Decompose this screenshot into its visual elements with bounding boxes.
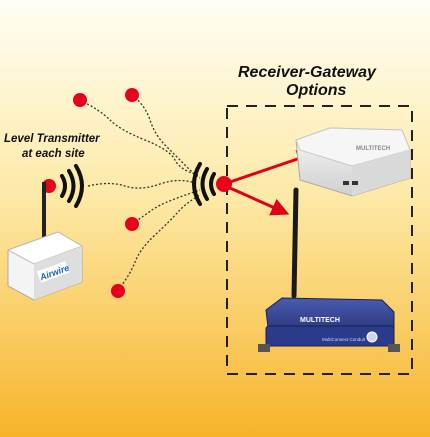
gateway-model: MultiConnect Conduit [322, 337, 366, 342]
white-router-icon: MULTITECH [295, 127, 411, 197]
transmitter-label-line2: at each site [22, 148, 85, 160]
router-brand: MULTITECH [356, 146, 390, 152]
signal-path-1 [79, 99, 199, 176]
signal-path-3 [87, 179, 199, 189]
arrow-to-gateway [229, 186, 290, 216]
receiver-title-line2: Options [286, 82, 347, 99]
signal-path-5 [117, 194, 201, 291]
wireless-sensor-icon: Airwire [6, 182, 84, 301]
signal-path-4 [131, 189, 201, 225]
receiver-title-line1: Receiver-Gateway [238, 64, 376, 81]
signal-waves-icon [60, 164, 84, 208]
signal-path-2 [131, 94, 201, 179]
receive-waves-icon [192, 162, 216, 206]
signal-paths [79, 94, 201, 291]
antenna-gateway-icon: MULTITECH MultiConnect Conduit [258, 187, 400, 352]
node-dot [73, 93, 87, 107]
gateway-brand: MULTITECH [300, 317, 340, 324]
transmitter-label-line1: Level Transmitter [4, 133, 100, 145]
hub-node [216, 176, 232, 192]
node-dot [125, 88, 139, 102]
node-dot [111, 284, 125, 298]
receiver-dashed-box [226, 105, 413, 375]
node-dot [125, 217, 139, 231]
